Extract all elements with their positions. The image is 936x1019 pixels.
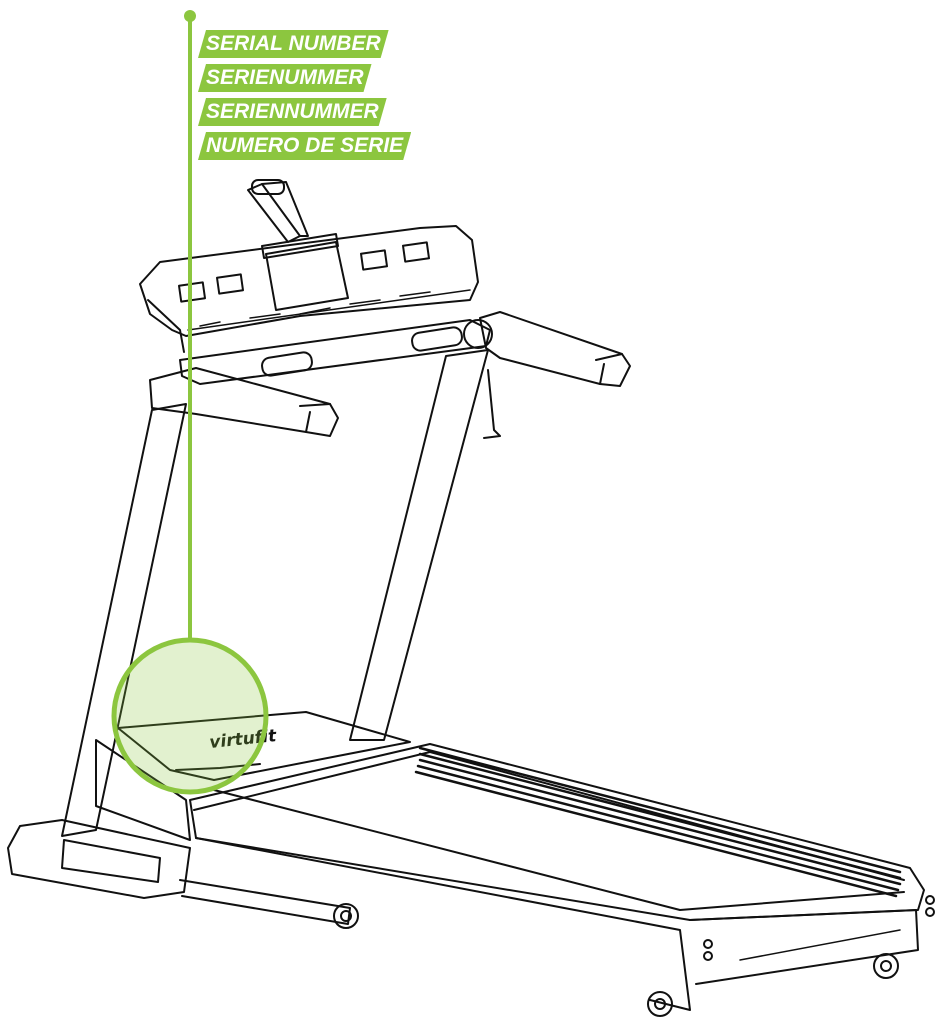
wheels (647, 953, 899, 1017)
callout-highlight-circle (111, 637, 269, 795)
label-english: SERIAL NUMBER (198, 30, 389, 58)
base-foot (7, 819, 359, 929)
label-dutch: SERIENUMMER (198, 64, 372, 92)
callout-dot (184, 10, 196, 22)
tablet-holder (247, 179, 339, 259)
right-handle (479, 311, 631, 387)
belt (414, 746, 902, 898)
left-upright (61, 403, 187, 837)
right-upright (349, 349, 501, 741)
left-handle (149, 367, 339, 437)
serial-number-callout (111, 10, 269, 795)
label-german: SERIENNUMMER (198, 98, 387, 126)
label-french: NUMERO DE SERIE (198, 132, 411, 160)
